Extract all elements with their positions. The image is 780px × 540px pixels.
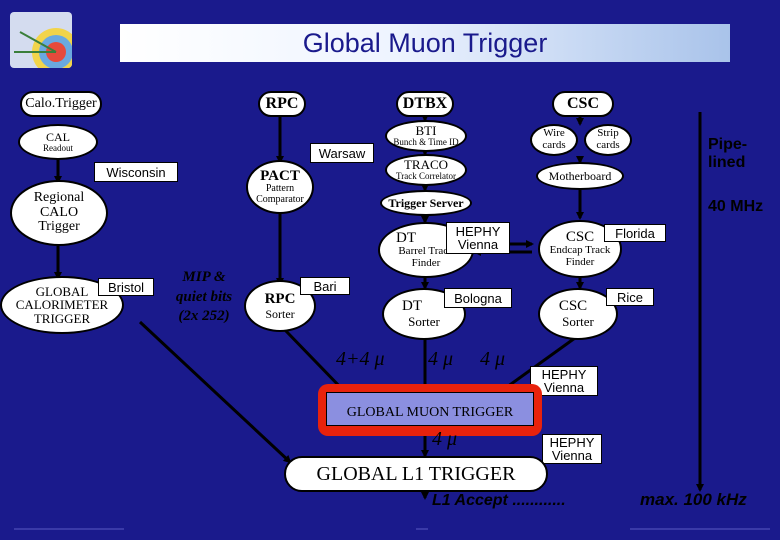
arrow-rpcsorter-gmt: [283, 328, 347, 394]
csc-sorter-name: CSC: [558, 298, 588, 315]
rpc-sorter-name: RPC: [264, 290, 296, 307]
global-muon-trigger: GLOBAL MUON TRIGGER: [326, 392, 534, 426]
bti-node: BTI Bunch & Time ID: [385, 120, 467, 152]
pact-sub: Pattern Comparator: [256, 183, 304, 205]
label-40mhz: 40 MHz: [708, 198, 764, 215]
pact-name: PACT: [260, 167, 300, 184]
csc-endcap-track-finder: CSC Endcap Track Finder: [538, 220, 622, 278]
label-max-rate: max. 100 kHz: [640, 490, 747, 509]
page-title: Global Muon Trigger: [120, 24, 730, 62]
cal-name: CAL: [46, 129, 70, 144]
global-calorimeter-trigger: GLOBAL CALORIMETER TRIGGER: [0, 276, 124, 334]
label-mu-4a: 4 μ: [428, 348, 454, 370]
label-bristol: Bristol: [98, 278, 154, 296]
pact-node: PACT Pattern Comparator: [246, 160, 314, 214]
label-rice: Rice: [606, 288, 654, 306]
label-hephy-vienna-dt: HEPHY Vienna: [446, 222, 510, 254]
label-warsaw: Warsaw: [310, 143, 374, 163]
arrow-globalcalo-gl1: [138, 320, 292, 464]
cal-sub: Readout: [43, 142, 73, 153]
header-csc: CSC: [552, 91, 614, 117]
bti-name: BTI: [415, 123, 437, 139]
dt-sorter-name: DT: [402, 298, 422, 315]
label-pipelined: Pipe-lined: [708, 136, 748, 172]
motherboard-node: Motherboard: [536, 162, 624, 190]
label-hephy-vienna-3: HEPHY Vienna: [542, 434, 602, 464]
label-hephy-vienna-2: HEPHY Vienna: [530, 366, 598, 396]
dt-sorter-sub: Sorter: [408, 314, 440, 330]
label-mu-4b: 4 μ: [480, 348, 506, 370]
label-bari: Bari: [300, 277, 350, 295]
cal-readout: CAL Readout: [18, 124, 98, 160]
csc-endcap-sub: Endcap Track Finder: [549, 244, 611, 268]
csc-sorter-sub: Sorter: [562, 314, 594, 330]
header-dtbx: DTBX: [396, 91, 454, 117]
global-l1-trigger: GLOBAL L1 TRIGGER: [284, 456, 548, 492]
label-florida: Florida: [604, 224, 666, 242]
rpc-sorter-sub: Sorter: [265, 306, 295, 321]
label-l1-accept: L1 Accept ............: [432, 492, 566, 509]
traco-name: TRACO: [403, 157, 449, 173]
footer-right-line: [630, 528, 770, 530]
arrow-cscsorter-gmt: [498, 336, 576, 394]
label-mip-quiet-bits: MIP & quiet bits (2x 252): [175, 269, 233, 324]
header-rpc: RPC: [258, 91, 306, 117]
header-calo: Calo.Trigger: [20, 91, 102, 117]
dt-barrel-name: DT: [396, 229, 416, 246]
wire-cards: Wire cards: [530, 124, 578, 156]
footer-left-line: [14, 528, 124, 530]
strip-cards: Strip cards: [584, 124, 632, 156]
traco-sub: Track Correlator: [396, 171, 456, 182]
label-mu-4p4: 4+4 μ: [336, 348, 385, 370]
label-wisconsin: Wisconsin: [94, 162, 178, 182]
label-mu-4c: 4 μ: [432, 428, 458, 450]
dt-barrel-sub: Barrel Track Finder: [398, 245, 454, 269]
bti-sub: Bunch & Time ID: [393, 137, 459, 148]
trigger-server: Trigger Server: [380, 190, 472, 216]
cms-logo-icon: [10, 12, 72, 68]
regional-calo-trigger: Regional CALO Trigger: [10, 180, 108, 246]
footer-center-line: [416, 528, 428, 530]
csc-sorter: CSC Sorter: [538, 288, 618, 340]
label-bologna: Bologna: [444, 288, 512, 308]
csc-endcap-name: CSC: [565, 228, 595, 245]
traco-node: TRACO Track Correlator: [385, 154, 467, 186]
